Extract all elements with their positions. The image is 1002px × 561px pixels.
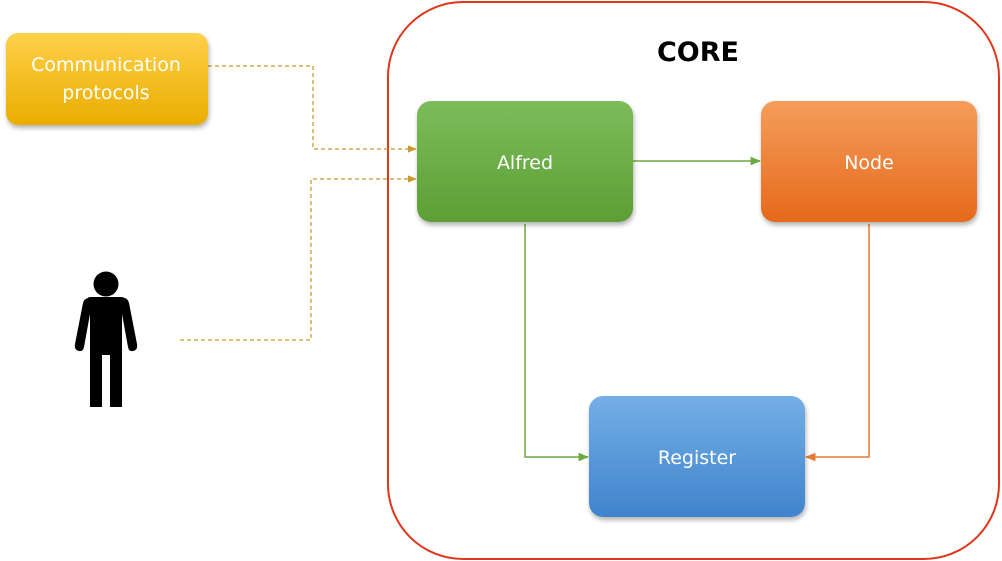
protocols-node[interactable]: Communication protocols (6, 33, 208, 125)
node-label: Node (844, 152, 894, 174)
alfred-label: Alfred (497, 152, 553, 174)
protocols-label-line2: protocols (62, 82, 149, 104)
register-box (589, 396, 805, 517)
alfred-node[interactable]: Alfred (417, 101, 633, 222)
register-label: Register (658, 447, 736, 469)
node-node[interactable]: Node (761, 101, 977, 222)
connector-protocols-to-alfred (208, 65, 417, 153)
core-title: CORE (657, 37, 739, 68)
connector-alfred-to-register (524, 224, 590, 462)
protocols-label-line1: Communication (31, 54, 181, 76)
node-box (761, 101, 977, 222)
protocols-box (6, 33, 208, 125)
connector-node-to-register (804, 224, 870, 462)
person-icon (74, 271, 138, 407)
alfred-box (417, 101, 633, 222)
register-node[interactable]: Register (589, 396, 805, 517)
connector-user-to-alfred (180, 175, 417, 341)
